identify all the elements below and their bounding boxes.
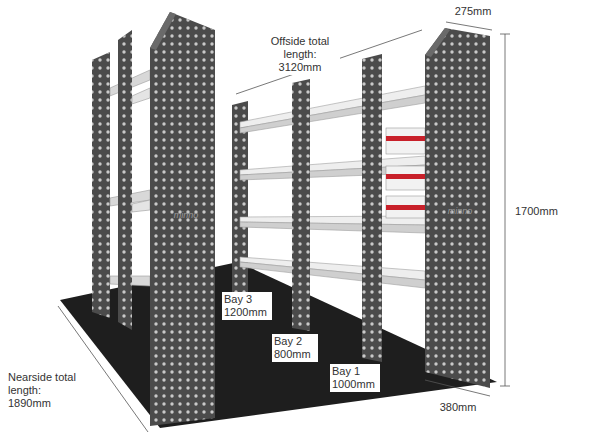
nearside-rack — [92, 30, 150, 330]
dimension-label: 275mm — [448, 4, 498, 19]
dimension-label: Bay 2 800mm — [272, 334, 318, 362]
nearside-end-panel — [150, 12, 215, 426]
watermark-logo: minno — [164, 209, 208, 222]
dimension-lines — [58, 22, 510, 432]
dimension-label: 380mm — [434, 400, 482, 415]
dimension-label: Offside total length: 3120mm — [260, 34, 340, 75]
dimension-label: 1700mm — [513, 204, 563, 219]
watermark-logo: minno — [438, 205, 482, 218]
dimension-label: Bay 3 1200mm — [222, 292, 272, 320]
dimension-label: Bay 1 1000mm — [330, 364, 380, 392]
dimension-label: Nearside total length: 1890mm — [6, 370, 78, 411]
drawer-unit — [386, 128, 425, 218]
offside-rack — [232, 28, 490, 388]
